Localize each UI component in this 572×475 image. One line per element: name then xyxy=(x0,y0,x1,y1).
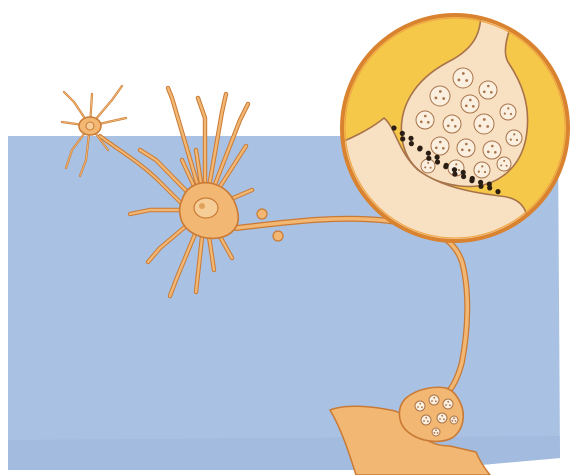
large-neuron-nucleolus xyxy=(199,203,205,209)
synaptic-vesicle xyxy=(443,115,461,133)
synaptic-vesicle xyxy=(506,130,522,146)
terminal-vesicle xyxy=(421,415,431,425)
synaptic-vesicle xyxy=(461,95,479,113)
terminal-vesicle xyxy=(415,401,425,411)
synaptic-vesicle xyxy=(483,141,501,159)
neurotransmitter-dot xyxy=(470,176,475,181)
terminal-vesicle xyxy=(443,399,453,409)
neurotransmitter-dot xyxy=(426,151,431,156)
synaptic-vesicle xyxy=(416,111,434,129)
synaptic-vesicle xyxy=(479,81,497,99)
small-neuron-nucleus xyxy=(86,122,94,130)
neurotransmitter-dot xyxy=(391,125,396,130)
synaptic-vesicle xyxy=(497,157,511,171)
neurotransmitter-dot xyxy=(409,141,414,146)
synaptic-vesicle xyxy=(431,137,449,155)
terminal-vesicle xyxy=(432,428,440,436)
large-neuron-nucleus xyxy=(194,198,218,218)
neurotransmitter-dot xyxy=(435,159,440,164)
synaptic-vesicle xyxy=(500,104,516,120)
synaptic-vesicle xyxy=(421,159,435,173)
neurotransmitter-dot xyxy=(452,172,457,177)
neurotransmitter-dot xyxy=(452,167,457,172)
terminal-vesicle xyxy=(429,395,439,405)
neurotransmitter-dot xyxy=(478,184,483,189)
axon-bouton xyxy=(257,209,267,219)
neurotransmitter-dot xyxy=(408,136,413,141)
neurotransmitter-dot xyxy=(444,163,449,168)
synaptic-vesicle xyxy=(474,162,490,178)
neurotransmitter-dot xyxy=(487,185,492,190)
synaptic-vesicle xyxy=(457,139,475,157)
neurotransmitter-dot xyxy=(400,136,405,141)
neurotransmitter-dot xyxy=(435,155,440,160)
neurotransmitter-dot xyxy=(418,146,423,151)
neurotransmitter-dot xyxy=(461,174,466,179)
terminal-vesicle xyxy=(437,413,447,423)
synaptic-vesicle xyxy=(474,114,494,134)
synaptic-vesicle xyxy=(430,86,450,106)
synaptic-vesicle xyxy=(453,68,473,88)
terminal-vesicle xyxy=(450,416,458,424)
neurotransmitter-dot xyxy=(426,156,431,161)
neurotransmitter-dot xyxy=(400,131,405,136)
axon-bouton xyxy=(273,231,283,241)
neurotransmitter-dot xyxy=(495,189,500,194)
